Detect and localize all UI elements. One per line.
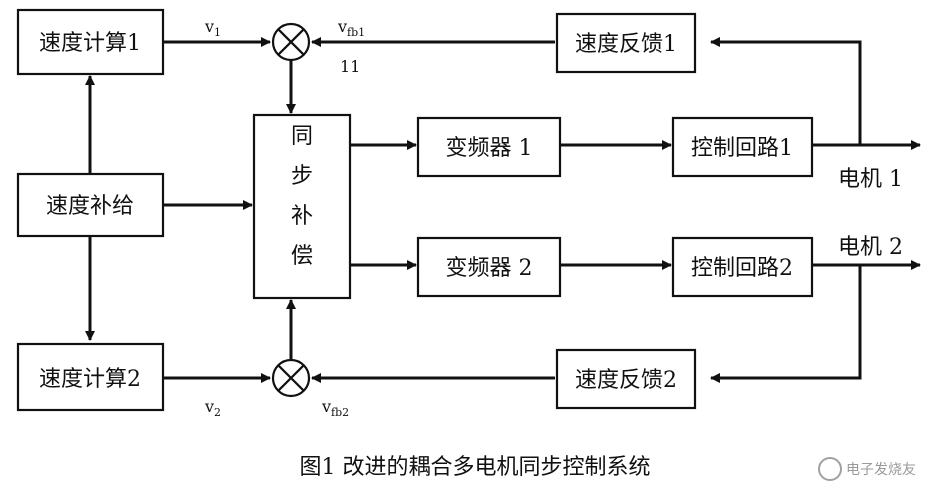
speed-feedback-1-label: 速度反馈1	[575, 32, 677, 57]
wire-motor1-to-feedback1	[710, 37, 862, 145]
sync-comp-char-4: 偿	[291, 244, 313, 269]
block-speed-feedback-1: 速度反馈1	[555, 12, 697, 74]
signal-vfb2: vfb2	[321, 397, 349, 419]
speed-feedback-2-label: 速度反馈2	[575, 368, 677, 393]
motor-1-label: 电机 1	[838, 167, 903, 192]
signal-v2: v2	[204, 397, 221, 419]
summing-junction-2	[271, 358, 311, 398]
block-speed-comp: 速度补给	[16, 172, 165, 238]
motor-2-label: 电机 2	[838, 235, 903, 260]
block-sync-comp: 同 步 补 偿	[252, 113, 352, 300]
block-control-loop-2: 控制回路2	[671, 236, 814, 298]
watermark-text: 电子发烧友	[846, 462, 916, 478]
control-loop-1-label: 控制回路1	[691, 136, 793, 161]
node-label-11: 11	[340, 57, 360, 76]
sync-comp-char-1: 同	[291, 124, 313, 149]
block-inverter-2: 变频器 2	[416, 236, 562, 298]
inverter-1-label: 变频器 1	[446, 136, 533, 161]
signal-vfb1: vfb1	[337, 17, 365, 39]
sync-comp-char-2: 步	[291, 164, 313, 189]
wire-motor2-to-feedback2	[710, 265, 862, 383]
speed-calc-1-label: 速度计算1	[39, 31, 141, 56]
block-control-loop-1: 控制回路1	[671, 116, 814, 178]
wires	[85, 37, 921, 383]
watermark: 电子发烧友	[818, 457, 916, 481]
figure-caption: 图1 改进的耦合多电机同步控制系统	[300, 455, 651, 480]
speed-calc-2-label: 速度计算2	[39, 367, 141, 392]
block-speed-calc-2: 速度计算2	[16, 342, 165, 412]
summing-junction-1	[271, 22, 311, 62]
block-inverter-1: 变频器 1	[416, 116, 562, 178]
sync-comp-char-3: 补	[291, 204, 313, 229]
block-speed-calc-1: 速度计算1	[16, 8, 165, 76]
inverter-2-label: 变频器 2	[446, 256, 533, 281]
block-speed-feedback-2: 速度反馈2	[555, 348, 697, 410]
signal-v1: v1	[204, 17, 221, 39]
watermark-logo-icon	[818, 457, 842, 481]
control-loop-2-label: 控制回路2	[691, 256, 793, 281]
speed-comp-label: 速度补给	[46, 194, 134, 219]
